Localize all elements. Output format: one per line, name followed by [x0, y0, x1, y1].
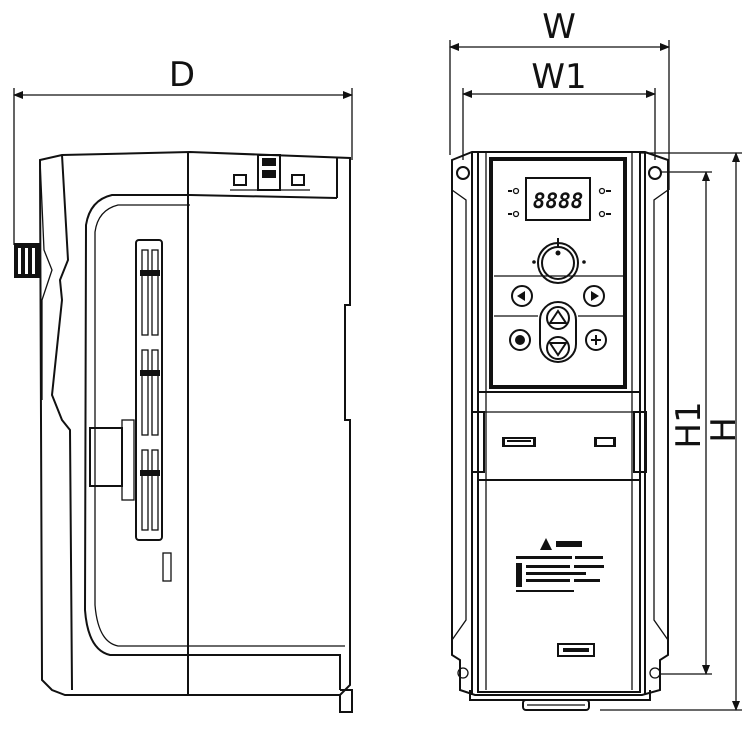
warning-triangle-icon: [540, 538, 552, 550]
height-label: H: [704, 417, 744, 443]
terminal-cover: [471, 391, 647, 481]
mount-hole-top-left: [456, 166, 470, 180]
width-label: W: [542, 7, 576, 47]
keypad-module: 8888: [489, 157, 627, 389]
front-view: W W1 H H1: [449, 7, 744, 711]
arrow-key-cluster: [539, 301, 577, 363]
top-connector-icon: [230, 154, 310, 191]
depth-label: D: [169, 55, 195, 95]
vent-slots: [135, 239, 163, 541]
side-view: D: [13, 55, 353, 713]
mount-hole-top-right: [648, 166, 662, 180]
height-inner-label: H1: [669, 401, 709, 448]
down-arrow-icon[interactable]: [546, 336, 570, 360]
width-inner-dimension: W1: [462, 57, 656, 160]
connector-icon: [14, 243, 40, 278]
width-inner-label: W1: [531, 57, 586, 97]
side-body-outline: [38, 150, 351, 696]
warning-label: [516, 538, 604, 592]
depth-dimension: D: [13, 55, 353, 245]
stop-button-icon[interactable]: [509, 329, 531, 351]
height-dimension: H: [600, 152, 744, 711]
nameplate: [557, 643, 595, 657]
keypad-frame: [489, 157, 627, 389]
led-readout: 8888: [533, 189, 584, 213]
front-panel: [477, 151, 641, 693]
bottom-vent: [522, 699, 590, 711]
led-display: [525, 177, 591, 221]
left-arrow-icon[interactable]: [511, 285, 533, 307]
up-arrow-icon[interactable]: [546, 306, 570, 330]
right-arrow-icon[interactable]: [583, 285, 605, 307]
width-dimension: W: [449, 7, 670, 190]
run-button-icon[interactable]: [585, 329, 607, 351]
dial-knob-icon[interactable]: [537, 238, 579, 284]
